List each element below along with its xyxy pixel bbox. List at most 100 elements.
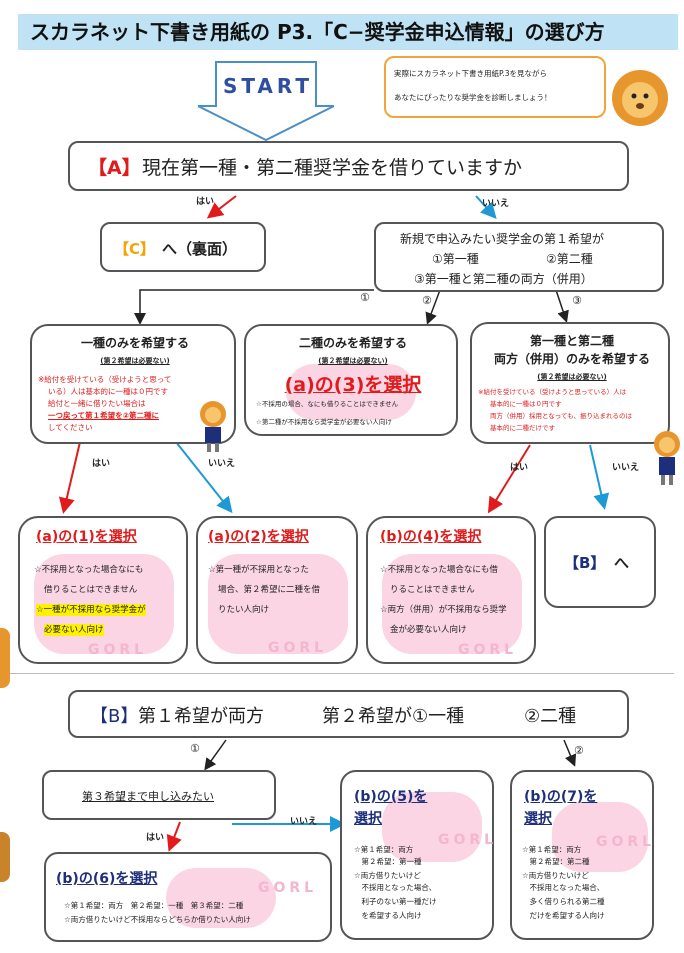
option3-box: 第一種と第二種 両方（併用）のみを希望する (第２希望は必要ない) ※給付を受け… [470, 322, 670, 444]
go-b-tag: 【B】 [564, 554, 606, 572]
lion-icon [612, 70, 668, 126]
third-choice-text: 第３希望まで申し込みたい [82, 790, 214, 803]
question-b-t1: 第１希望が両方 [138, 706, 264, 727]
result3-note-4: 金が必要ない人向け [390, 625, 467, 635]
start-label: START [222, 74, 314, 98]
result1-note-2: 借りることはできません [44, 585, 138, 595]
speech-bubble: 実際にスカラネット下書き用紙P.3を見ながら あなたにぴったりな奨学金を診断しま… [384, 56, 606, 118]
question-b-t2: 第２希望が①一種 [322, 706, 465, 727]
branch-label-2: ② [422, 294, 432, 307]
result3-bg-blob [382, 554, 522, 654]
result5-box: GORL (b)の(5)を 選択 ☆第１希望：両方 第２希望：第一種 ☆両方借り… [340, 770, 494, 940]
opt3-no-label: いいえ [612, 463, 640, 473]
result2-box: GORL (a)の(2)を選択 ☆第一種が不採用となった 場合、第２希望に二種を… [196, 516, 358, 664]
option3-sub: (第２希望は必要ない) [537, 373, 607, 381]
result3-note-3: ☆両方（併用）が不採用なら奨学 [380, 605, 507, 615]
result5-note-6: を希望する人向け [354, 911, 422, 920]
branch-label-1: ① [360, 291, 370, 304]
go-b-box: 【B】 へ [544, 516, 656, 608]
first-choice-box: 新規で申込みたい奨学金の第１希望が ①第一種 ②第二種 ③第一種と第二種の両方（… [374, 222, 664, 292]
result7-note-4: 不採用となった場合、 [522, 883, 605, 892]
option2-note-2: ☆第二種が不採用なら奨学金が必要ない人向け [256, 418, 392, 426]
option2-note-1: ☆不採用の場合、なにも借りることはできません [256, 400, 399, 408]
b-branch-label-1: ① [190, 742, 200, 755]
result1-title: (a)の(1)を選択 [36, 529, 137, 545]
result6-bg-blob [166, 868, 276, 928]
result1-box: GORL (a)の(1)を選択 ☆不採用となった場合なにも 借りることはできませ… [18, 516, 188, 664]
question-a-box: 【A】 現在第一種・第二種奨学金を借りていますか [68, 141, 629, 191]
option1-title: 一種のみを希望する [80, 336, 189, 350]
option1-note-5: してください [48, 423, 93, 432]
option3-note-4: 基本的に二種だけです [490, 424, 555, 432]
result2-note-3: りたい人向け [218, 605, 270, 615]
third-no-label: いいえ [290, 817, 318, 827]
option1-box: 一種のみを希望する (第２希望は必要ない) ※給付を受けている（受けようと思って… [30, 324, 236, 444]
result7-note-3: ☆両方借りたいけど [522, 871, 589, 880]
result2-title: (a)の(2)を選択 [208, 529, 309, 545]
left-deco-2 [0, 832, 10, 882]
option2-box: 二種のみを希望する (第２希望は必要ない) (a)の(3)を選択 ☆不採用の場合… [244, 324, 458, 436]
option2-title: 二種のみを希望する [298, 336, 407, 350]
result2-bg-blob [208, 554, 348, 654]
result3-watermark: GORL [458, 642, 518, 658]
result3-title: (b)の(4)を選択 [380, 529, 482, 545]
question-b-box: 【B】 第１希望が両方 第２希望が①一種 ②二種 [68, 690, 629, 738]
option1-note-3: 給付と一緒に借りたい場合は [48, 399, 146, 408]
option3-note-2: 基本的に一種は０円です [490, 400, 562, 408]
go-b-text: へ [614, 554, 630, 572]
result6-title: (b)の(6)を選択 [56, 871, 158, 887]
result5-title-2: 選択 [354, 811, 382, 827]
start-arrow [198, 61, 334, 142]
question-a-tag: 【A】 [88, 157, 141, 179]
go-c-tag: 【C】 [114, 240, 156, 258]
opt3-yes-label: はい [510, 463, 529, 473]
third-yes-label: はい [146, 833, 165, 843]
result7-box: GORL (b)の(7)を 選択 ☆第１希望：両方 第２希望：第二種 ☆両方借り… [510, 770, 654, 940]
result5-note-4: 不採用となった場合、 [354, 883, 437, 892]
a-yes-label: はい [196, 197, 215, 207]
result5-note-5: 利子のない第一種だけ [354, 897, 437, 906]
result1-watermark: GORL [88, 642, 148, 658]
result5-bg-blob [382, 792, 482, 862]
result7-watermark: GORL [596, 834, 656, 850]
speech-line-2: あなたにぴったりな奨学金を診断しましょう！ [394, 93, 552, 102]
result3-box: GORL (b)の(4)を選択 ☆不採用となった場合なにも借 りることはできませ… [366, 516, 536, 664]
result2-note-2: 場合、第２希望に二種を借 [218, 585, 321, 595]
option3-note-3: 両方（併用）採用となっても、振り込まれるのは [490, 412, 632, 420]
lion-figure-icon-2 [654, 431, 680, 485]
result5-note-3: ☆両方借りたいけど [354, 871, 421, 880]
result7-note-1: ☆第１希望：両方 [522, 845, 582, 854]
option3-title-1: 第一種と第二種 [529, 334, 614, 348]
go-c-text: へ（裏面） [162, 240, 238, 258]
header-bar [18, 14, 678, 50]
question-b-t3: ②二種 [524, 706, 577, 727]
option1-note-1: ※給付を受けている（受けようと思って [38, 375, 172, 384]
third-choice-box: 第３希望まで申し込みたい [42, 770, 276, 820]
option3-title-2: 両方（併用）のみを希望する [493, 352, 650, 366]
result1-note-3: ☆一種が不採用なら奨学金が [36, 604, 146, 616]
result6-box: GORL (b)の(6)を選択 ☆第１希望：両方 第２希望：一種 第３希望：二種… [44, 852, 332, 942]
result1-note-1: ☆不採用となった場合なにも [34, 565, 144, 575]
option2-bg-blob [286, 364, 416, 420]
result7-note-6: だけを希望する人向け [522, 911, 605, 920]
option2-sub: (第２希望は必要ない) [318, 357, 388, 365]
result6-note-2: ☆両方借りたいけど不採用ならどちらか借りたい人向け [64, 915, 251, 924]
b-branch-label-2: ② [574, 744, 584, 757]
first-choice-opt2: ②第二種 [546, 252, 593, 266]
result2-note-1: ☆第一種が不採用となった [208, 565, 309, 575]
opt1-yes-label: はい [92, 459, 111, 469]
result5-note-1: ☆第１希望：両方 [354, 845, 414, 854]
result7-note-2: 第２希望：第二種 [522, 857, 590, 866]
opt1-no-label: いいえ [208, 459, 236, 469]
result7-title-2: 選択 [524, 811, 552, 827]
option3-note-1: ※給付を受けている（受けようと思っている）人は [478, 388, 627, 396]
result5-title-1: (b)の(5)を [354, 789, 428, 805]
result6-note-1: ☆第１希望：両方 第２希望：一種 第３希望：二種 [64, 901, 244, 910]
section-divider [10, 673, 674, 674]
result5-watermark: GORL [438, 832, 498, 848]
speech-line-1: 実際にスカラネット下書き用紙P.3を見ながら [394, 69, 548, 78]
result3-note-1: ☆不採用となった場合なにも借 [380, 565, 498, 575]
lion-figure-icon [200, 401, 226, 452]
result6-watermark: GORL [258, 880, 318, 896]
